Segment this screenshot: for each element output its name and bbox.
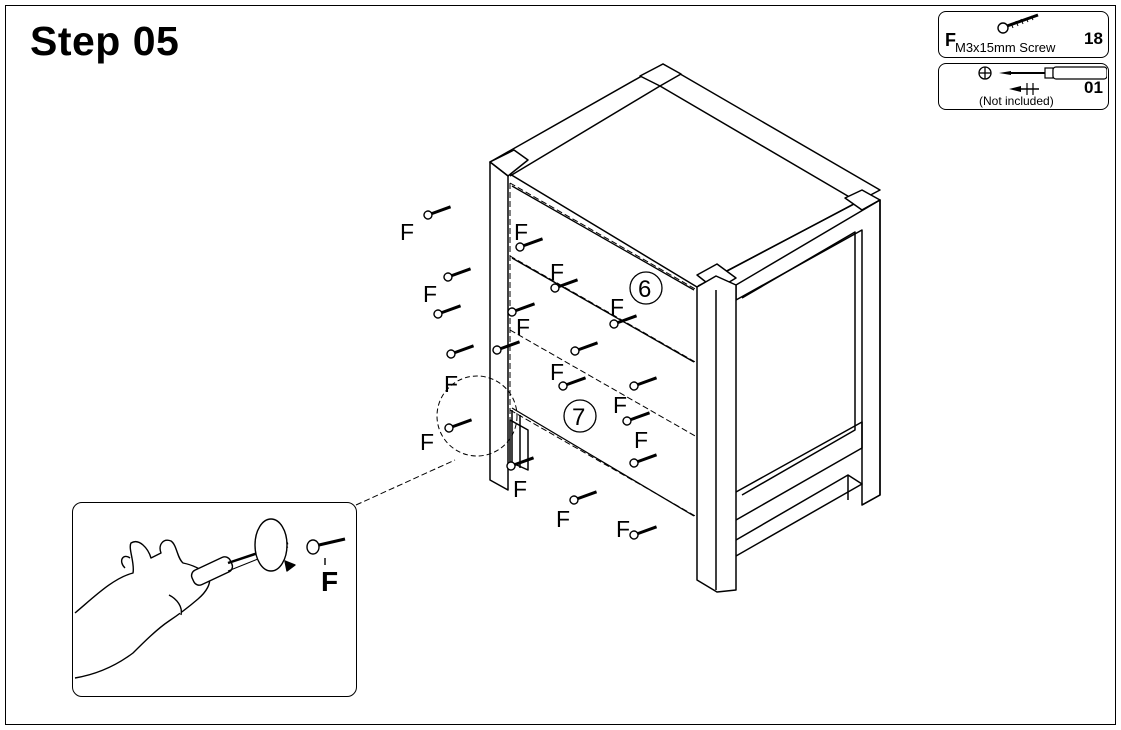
screw-icon (569, 490, 598, 505)
screw-icon (570, 341, 599, 356)
detail-inset: F (72, 502, 357, 697)
screw-icon (550, 278, 579, 293)
screw-icon (622, 411, 651, 426)
part-letter: F (945, 30, 956, 50)
part-description: M3x15mm Screw (955, 40, 1056, 55)
tool-note: (Not included) (979, 94, 1054, 108)
screw-icon (609, 314, 638, 329)
screw-label-f: F (616, 516, 630, 542)
screw-group (423, 205, 658, 540)
panel-number-6: 6 (629, 271, 663, 305)
screw-label-f: F (613, 392, 627, 418)
screw-icon (507, 302, 536, 317)
detail-screw-label: F (321, 566, 338, 597)
part-quantity: 18 (1084, 29, 1103, 48)
screw-icon (506, 456, 535, 471)
screw-icon (629, 525, 658, 540)
screw-label-f: F (556, 506, 570, 532)
svg-text:6: 6 (638, 276, 651, 303)
tool-quantity: 01 (1084, 78, 1103, 97)
screw-icon (446, 344, 475, 359)
screw-icon (444, 418, 473, 433)
flat-screwdriver-icon (1009, 83, 1039, 95)
screw-label-f: F (514, 219, 528, 245)
screw-label-f: F (550, 359, 564, 385)
panel-number-7: 7 (563, 399, 597, 433)
screw-icon (423, 205, 452, 220)
screw-icon (629, 376, 658, 391)
step-title: Step 05 (30, 18, 180, 64)
screw-labels: F F F F F F F F F F F F F F F (400, 219, 648, 542)
screw-label-f: F (420, 429, 434, 455)
screw-icon (997, 13, 1039, 34)
diagram-frame (5, 5, 1116, 725)
screw-label-f: F (610, 294, 624, 320)
detail-callout-circle (436, 375, 518, 457)
screw-label-f: F (634, 427, 648, 453)
phillips-screwdriver-icon (978, 66, 1107, 80)
screw-icon (443, 267, 472, 282)
screw-label-f: F (423, 281, 437, 307)
screw-label-f: F (444, 371, 458, 397)
part-f-box: F M3x15mm Screw 18 (938, 11, 1109, 58)
screw-label-f: F (550, 259, 564, 285)
screw-label-f: F (513, 476, 527, 502)
tool-box: (Not included) 01 (938, 63, 1109, 110)
hand-screwdriver-illustration: F (74, 518, 346, 679)
svg-text:7: 7 (572, 404, 585, 431)
screw-icon (492, 340, 521, 355)
screw-label-f: F (516, 314, 530, 340)
screw-icon (515, 237, 544, 252)
screw-icon (629, 453, 658, 468)
screw-label-f: F (400, 219, 414, 245)
screw-icon (433, 304, 462, 319)
screw-icon (558, 376, 587, 391)
